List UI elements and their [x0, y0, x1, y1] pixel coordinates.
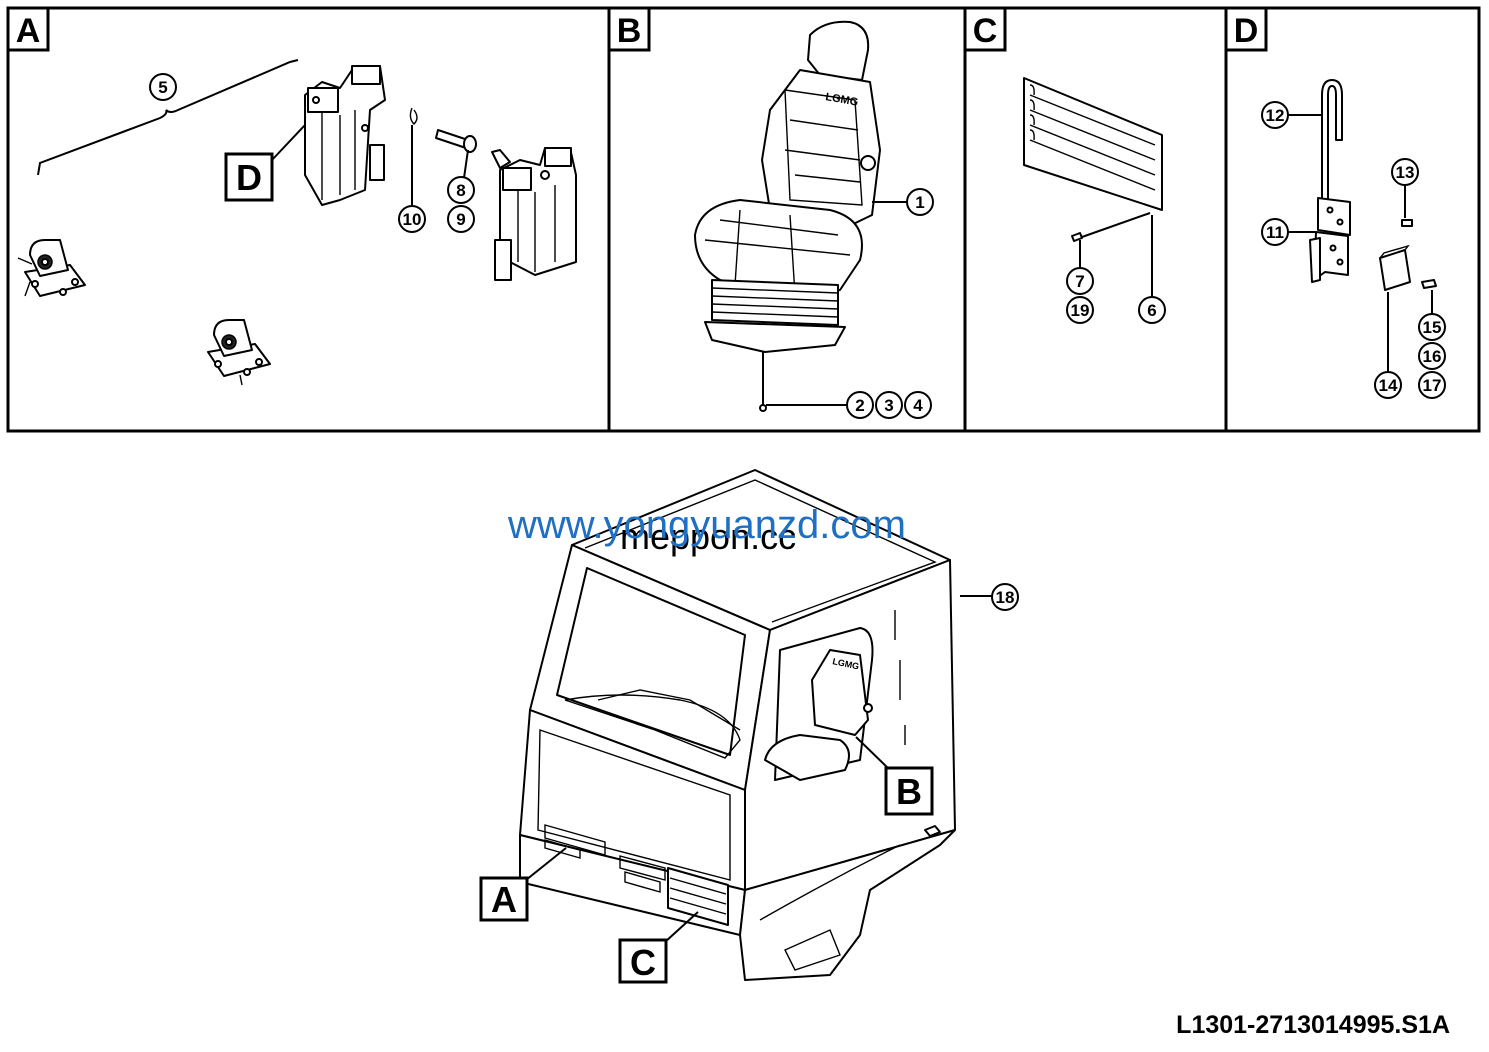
- svg-text:A: A: [491, 879, 517, 920]
- svg-text:15: 15: [1423, 318, 1442, 337]
- detail-tag-d: D: [224, 124, 306, 202]
- u-bolt: [1321, 79, 1343, 201]
- callout-4: 4: [904, 391, 932, 419]
- svg-text:3: 3: [884, 396, 893, 415]
- svg-text:5: 5: [158, 78, 167, 97]
- callout-5: 5: [149, 73, 177, 101]
- cab-seat: LGMG: [764, 649, 873, 781]
- svg-text:17: 17: [1423, 376, 1442, 395]
- callout-14: 14: [1374, 371, 1402, 399]
- svg-text:6: 6: [1147, 301, 1156, 320]
- svg-text:10: 10: [403, 210, 422, 229]
- callout-10: 10: [398, 205, 426, 233]
- callout-2: 2: [846, 391, 874, 419]
- svg-text:A: A: [16, 12, 41, 50]
- callout-16: 16: [1418, 342, 1446, 370]
- rubber-mount-right: [207, 319, 271, 386]
- panel-d: 12 13 11 15 16 14 17: [1261, 79, 1446, 399]
- svg-text:11: 11: [1266, 223, 1284, 242]
- pin-assembly: [409, 107, 477, 205]
- cab-tag-a: A: [479, 876, 529, 922]
- svg-text:4: 4: [913, 396, 923, 415]
- hinge-plate: [1309, 197, 1351, 283]
- svg-text:2: 2: [855, 396, 864, 415]
- hinge-bracket-left: [304, 65, 386, 206]
- seat-logo: LGMG: [824, 91, 859, 109]
- callout-3: 3: [875, 391, 903, 419]
- bolt-item-13: [1401, 219, 1413, 227]
- svg-text:16: 16: [1423, 347, 1442, 366]
- svg-text:D: D: [236, 157, 262, 198]
- svg-text:B: B: [617, 12, 642, 50]
- callout-13: 13: [1391, 158, 1419, 186]
- svg-text:1: 1: [915, 193, 924, 212]
- panel-a: 5 D 8: [17, 59, 577, 386]
- watermark-meppon: meppon.cc: [620, 516, 796, 557]
- svg-text:12: 12: [1266, 106, 1285, 125]
- callout-1: 1: [906, 188, 934, 216]
- callout-6: 6: [1138, 296, 1166, 324]
- callout-9: 9: [447, 205, 475, 233]
- cab-tag-b: B: [884, 766, 934, 816]
- screw-item-7: [1071, 232, 1083, 242]
- document-code: L1301-2713014995.S1A: [1176, 1011, 1450, 1039]
- panel-c-label: C: [963, 6, 1007, 52]
- svg-text:7: 7: [1075, 272, 1084, 291]
- svg-text:B: B: [896, 771, 922, 812]
- brace-item-5: [37, 59, 299, 176]
- hinge-bracket-right: [491, 147, 577, 281]
- callout-19: 19: [1066, 296, 1094, 324]
- svg-text:19: 19: [1071, 301, 1090, 320]
- callout-18: 18: [991, 583, 1019, 611]
- svg-text:18: 18: [996, 588, 1015, 607]
- panel-d-label: D: [1224, 6, 1268, 52]
- bolt-item-15: [1421, 279, 1437, 289]
- callout-17: 17: [1418, 371, 1446, 399]
- operator-seat: LGMG: [694, 20, 881, 412]
- svg-text:C: C: [630, 942, 656, 983]
- cab-tag-c: C: [618, 938, 668, 984]
- callout-15: 15: [1418, 313, 1446, 341]
- callout-12: 12: [1261, 101, 1289, 129]
- callout-7: 7: [1066, 267, 1094, 295]
- top-panels-frame: [6, 6, 1481, 433]
- callout-11: 11: [1261, 218, 1289, 246]
- panel-b: LGMG 1 2 3 4: [694, 20, 934, 419]
- svg-text:D: D: [1234, 12, 1259, 50]
- panel-b-label: B: [607, 6, 651, 52]
- cab-assembly: LGMG 18 B: [479, 469, 1019, 984]
- svg-text:8: 8: [456, 181, 465, 200]
- svg-text:C: C: [973, 12, 998, 50]
- vent-grille: [1023, 77, 1163, 211]
- svg-text:14: 14: [1379, 376, 1398, 395]
- callout-8: 8: [447, 176, 475, 204]
- rubber-mount-left: [17, 239, 86, 297]
- watermark-yongyuanzd: www.yongyuanzd.com: [507, 503, 906, 547]
- panel-c: 7 19 6: [1023, 77, 1166, 324]
- backing-plate: [1379, 244, 1411, 291]
- svg-text:9: 9: [456, 210, 465, 229]
- svg-text:13: 13: [1396, 163, 1415, 182]
- panel-a-label: A: [6, 6, 50, 52]
